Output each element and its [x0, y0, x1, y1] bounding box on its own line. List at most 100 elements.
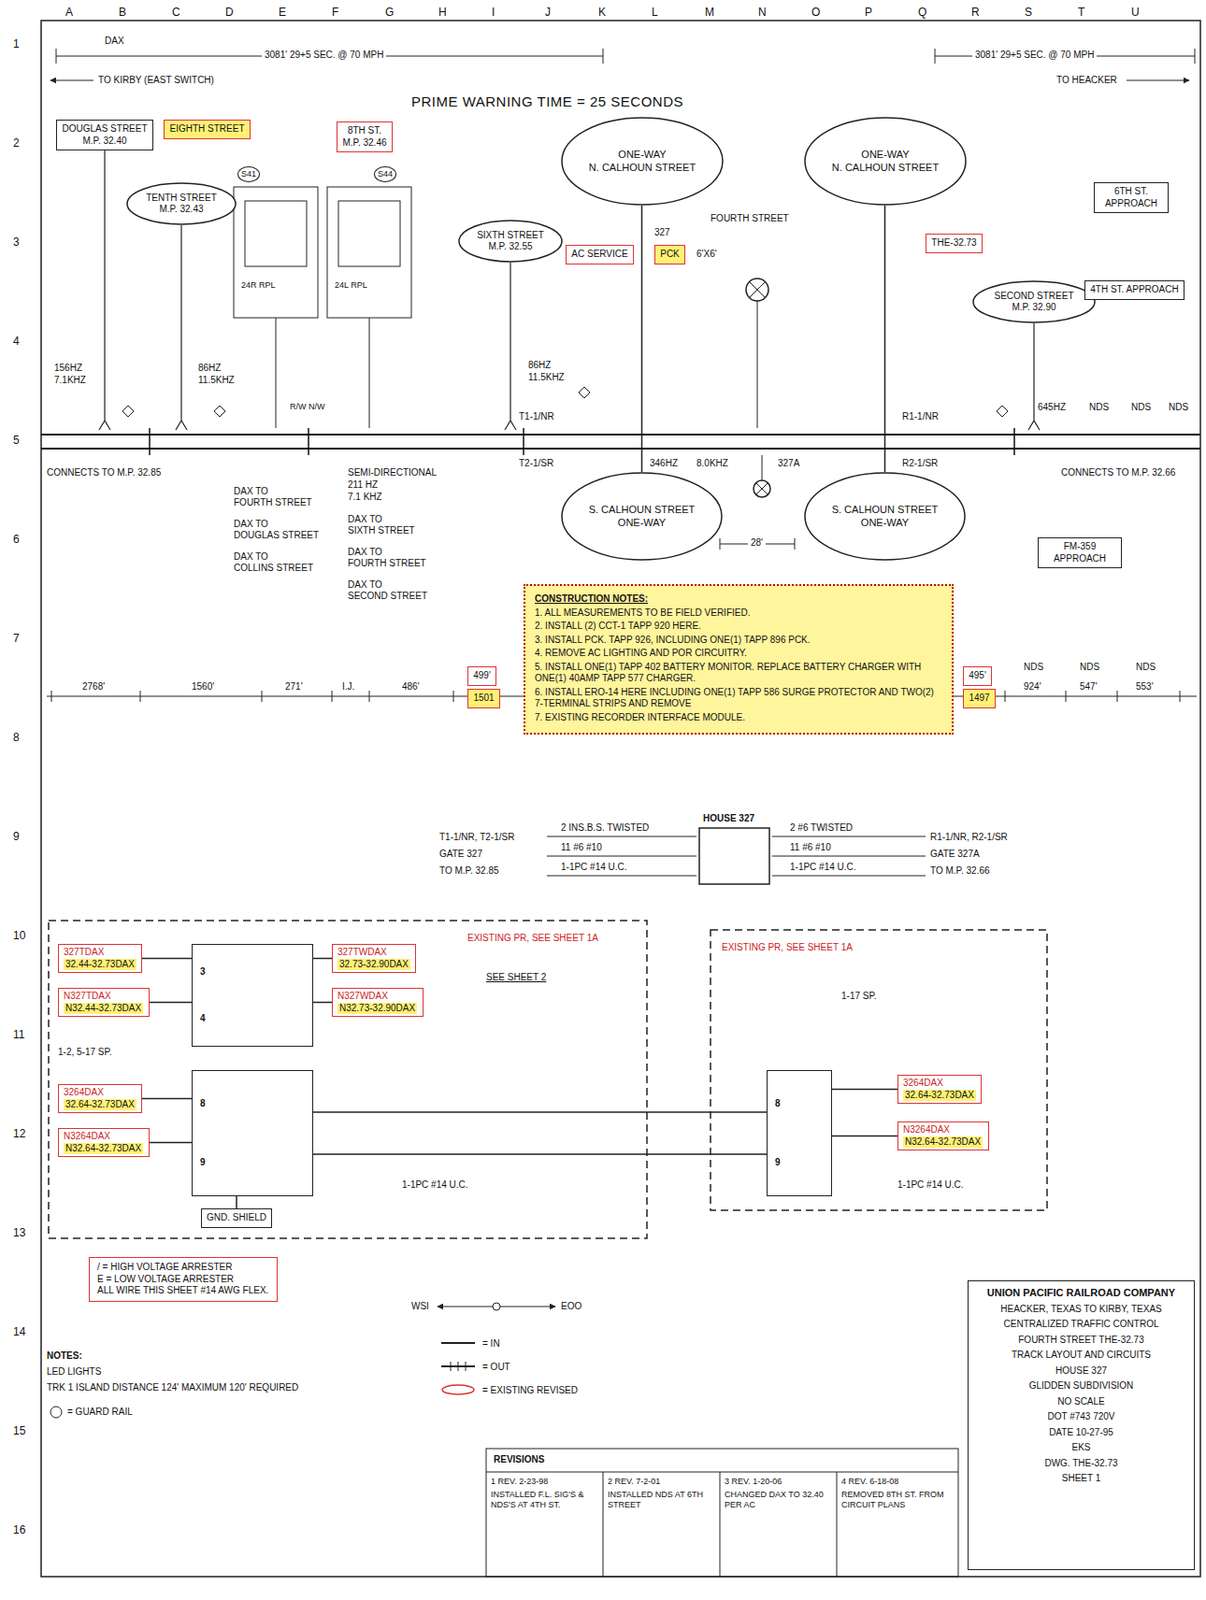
dimension-box: 1501	[467, 689, 501, 709]
title-block: UNION PACIFIC RAILROAD COMPANYHEACKER, T…	[967, 1280, 1195, 1571]
legend-item: = EXISTING REVISED	[439, 1383, 578, 1397]
node-text: UNION PACIFIC RAILROAD COMPANY	[987, 1287, 1176, 1301]
legend-text: = IN	[482, 1338, 501, 1350]
node-text: 32.73-32.90DAX	[337, 959, 411, 972]
drawing-label: 2 #6 TWISTED	[789, 822, 853, 834]
drawing-label: 211 HZ	[347, 479, 378, 491]
legend-sample	[439, 1336, 477, 1350]
node-text: M.P. 32.40	[82, 135, 127, 148]
grid-reference: O	[811, 5, 820, 19]
drawing-label: 24L RPL	[334, 280, 368, 291]
frequency-diamond	[122, 405, 134, 417]
circuit-code-box: N327TDAXN32.44-32.73DAX	[57, 988, 150, 1018]
drawing-label: NDS	[1089, 402, 1109, 414]
wire-connector	[641, 205, 644, 473]
circuit-code-box: 327TDAX32.44-32.73DAX	[57, 944, 143, 974]
node-text: EIGHTH STREET	[169, 123, 245, 136]
node-text: TENTH STREET	[145, 192, 217, 205]
grid-reference: N	[758, 5, 767, 19]
node-text: 1501	[473, 692, 494, 705]
node-text: ONE-WAY	[861, 516, 909, 531]
street-callout: SECOND STREETM.P. 32.90	[972, 280, 1096, 324]
drawing-label: EOO	[560, 1301, 582, 1313]
direction-arrow	[437, 1306, 497, 1308]
node-text: M.P. 32.90	[1011, 301, 1056, 315]
node-text: 6TH ST. APPROACH	[1099, 186, 1163, 210]
guard-rail-symbol	[50, 1407, 62, 1419]
ground-box: GND. SHIELD	[201, 1208, 273, 1229]
node-text: 6. INSTALL ERO-14 HERE INCLUDING ONE(1) …	[534, 687, 943, 711]
node-text: 4	[200, 1013, 206, 1026]
node-text: M.P. 32.43	[158, 203, 203, 216]
drawing-label: SECOND STREET	[347, 590, 428, 603]
drawing-label: 11.5KHZ	[198, 374, 235, 387]
node-text: 32.64-32.73DAX	[903, 1090, 977, 1103]
node-text: DWG. THE-32.73	[1044, 1458, 1118, 1471]
milepost-box: 8TH ST.M.P. 32.46	[336, 121, 393, 153]
node-text: DOUGLAS STREET	[61, 123, 147, 136]
dimension-box: 1497	[962, 689, 996, 709]
drawing-label: NDS	[1168, 402, 1189, 414]
track-circuit-symbol	[492, 1303, 501, 1311]
street-ellipse-shape	[561, 117, 723, 205]
node-text: N327WDAX	[337, 990, 388, 1004]
switch-loop	[233, 186, 318, 318]
drawing-label: 1-17 SP.	[841, 990, 877, 1003]
street-lead	[99, 150, 111, 431]
street-ellipse: ONE-WAYN. CALHOUN STREET	[804, 116, 967, 206]
revision-table-grid	[486, 1472, 959, 1578]
node-text: 7. EXISTING RECORDER INTERFACE MODULE.	[534, 712, 746, 725]
node-text: ALL WIRE THIS SHEET #14 AWG FLEX.	[97, 1285, 269, 1298]
grid-reference: T	[1077, 5, 1085, 19]
dimension-line	[934, 48, 1195, 64]
street-ellipse-shape	[561, 473, 722, 560]
street-lead	[1028, 323, 1040, 431]
switch-lead	[275, 317, 370, 429]
construction-notes: CONSTRUCTION NOTES:1. ALL MEASUREMENTS T…	[523, 584, 954, 735]
grid-reference: 7	[13, 631, 20, 646]
drawing-label: 11.5KHZ	[528, 372, 565, 384]
street-ellipse-shape	[459, 220, 562, 262]
node-text: HOUSE 327	[1055, 1365, 1107, 1379]
node-text: N. CALHOUN STREET	[832, 161, 939, 175]
grid-reference: E	[278, 5, 287, 19]
node-text: 499'	[473, 670, 491, 683]
wire-connector	[313, 1111, 767, 1114]
node-text: E = LOW VOLTAGE ARRESTER	[97, 1274, 234, 1287]
wire-connector	[832, 1089, 898, 1092]
wire-connector	[149, 1002, 192, 1005]
drawing-label: DAX TO	[233, 518, 269, 531]
grid-reference: L	[651, 5, 659, 19]
node-text: 4. REMOVE AC LIGHTING AND POR CIRCUITRY.	[534, 647, 747, 661]
grid-reference: 1	[13, 37, 20, 51]
grid-reference: K	[598, 5, 606, 19]
sheet-border	[41, 20, 1201, 1578]
service-box: AC SERVICE	[565, 244, 634, 265]
terminal-block: 89	[766, 1070, 833, 1197]
legend-text: = EXISTING REVISED	[482, 1385, 578, 1396]
node-text: SHEET 1	[1062, 1473, 1102, 1486]
wire-connector	[142, 958, 192, 961]
legend-sample-ticks	[450, 1362, 466, 1372]
dimension-box: 495'	[962, 666, 992, 687]
revision-table	[486, 1449, 959, 1578]
drawing-label: 2 REV. 7-2-01	[607, 1477, 661, 1488]
circuit-code-box: 327TWDAX32.73-32.90DAX	[331, 944, 417, 974]
node-text: 3264DAX	[903, 1077, 944, 1091]
grid-reference: 12	[13, 1127, 26, 1141]
drawing-label: FOURTH STREET	[347, 558, 427, 570]
drawing-label: LED LIGHTS	[46, 1366, 101, 1379]
grid-reference: D	[225, 5, 234, 19]
drawing-label: REVISIONS	[493, 1454, 545, 1466]
drawing-label: TO HEACKER	[1056, 74, 1118, 87]
drawing-label: R1-1/NR, R2-1/SR	[930, 832, 1008, 844]
node-text: N32.44-32.73DAX	[63, 1003, 144, 1016]
wire-connector	[142, 1098, 192, 1101]
house-box: PCK	[654, 244, 686, 265]
node-text: ONE-WAY	[617, 148, 666, 162]
drawing-label: NOTES:	[46, 1350, 83, 1363]
drawing-label: EXISTING PR, SEE SHEET 1A	[467, 933, 599, 945]
drawing-label: 645HZ	[1037, 402, 1066, 414]
